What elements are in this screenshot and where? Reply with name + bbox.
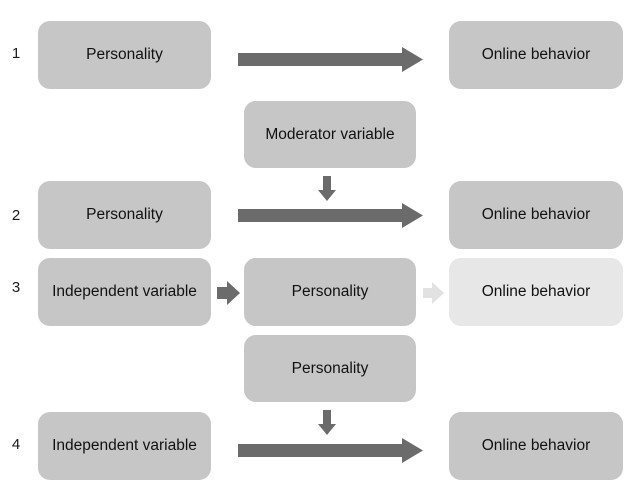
row4-online-behavior-box: Online behavior <box>449 412 623 480</box>
row1-personality-box: Personality <box>38 21 211 89</box>
row-number-4: 4 <box>11 436 21 453</box>
moderator-down-arrow <box>318 176 336 201</box>
row2-online-behavior-box: Online behavior <box>449 181 623 249</box>
row-number-3: 3 <box>11 279 21 296</box>
row3-independent-variable-box: Independent variable <box>38 258 211 326</box>
row4-independent-variable-box: Independent variable <box>38 412 211 480</box>
row2-arrow <box>238 203 423 228</box>
row4-arrow <box>238 438 423 463</box>
row4-personality-moderator-box: Personality <box>244 335 416 402</box>
row1-online-behavior-box: Online behavior <box>449 21 623 89</box>
row3-faded-arrow <box>423 282 444 304</box>
moderator-variable-box: Moderator variable <box>244 101 416 168</box>
row-number-2: 2 <box>11 207 21 224</box>
row3-personality-box: Personality <box>244 258 416 326</box>
row3-arrow <box>217 281 240 305</box>
row4-down-arrow <box>318 410 336 435</box>
row-number-1: 1 <box>11 45 21 62</box>
row1-arrow <box>238 47 423 72</box>
row2-personality-box: Personality <box>38 181 211 249</box>
row3-online-behavior-box-faded: Online behavior <box>449 258 623 326</box>
